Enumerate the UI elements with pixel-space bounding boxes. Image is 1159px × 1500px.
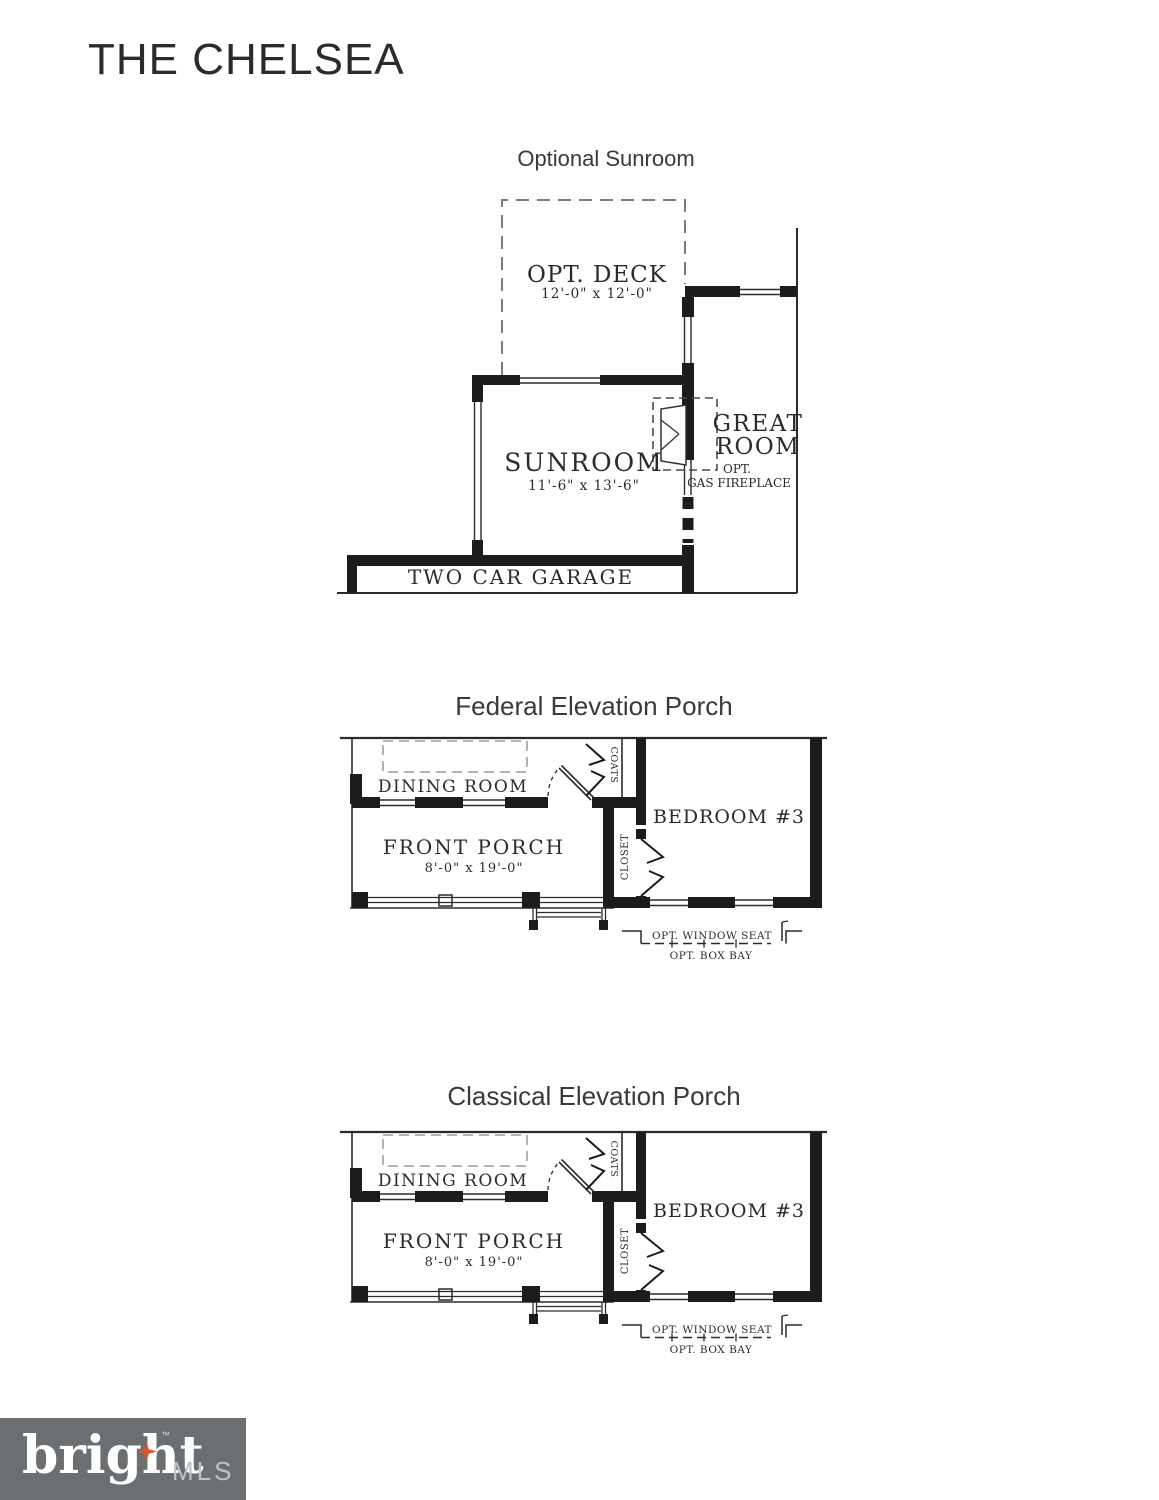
entry-door [547,1158,595,1195]
garage-label: TWO CAR GARAGE [408,565,634,589]
opt-deck-dims: 12'-0" x 12'-0" [541,286,653,302]
window-seat-annotation [622,920,802,948]
dining-room-label: DINING ROOM [378,777,528,797]
front-porch-dims: 8'-0" x 19'-0" [425,1255,524,1270]
coats-label: COATS [608,747,619,784]
windows [380,799,773,907]
porch-posts-and-railing [352,1286,603,1302]
window-seat-label: OPT. WINDOW SEAT [652,930,772,942]
windows [473,288,780,540]
bedroom-closet-doors [640,1232,665,1291]
page-title: THE CHELSEA [88,35,405,84]
boundary-lines [340,1130,827,1303]
front-porch-dims: 8'-0" x 19'-0" [425,861,524,876]
opt-deck-label: OPT. DECK [527,262,667,288]
walls [350,1132,822,1302]
coats-label: COATS [608,1141,619,1178]
federal-plan-heading: Federal Elevation Porch [455,691,733,721]
box-bay-label: OPT. BOX BAY [670,950,753,962]
windows [380,1193,773,1301]
bright-mls-logo: bright ™ MLS [0,1418,246,1500]
porch-steps [529,1302,608,1324]
sunroom-label: SUNROOM [504,448,663,477]
front-porch-label: FRONT PORCH [383,1229,565,1253]
star-icon [136,1441,157,1462]
sunroom-plan-heading: Optional Sunroom [517,146,695,171]
coats-closet-doors [585,743,606,797]
walls [350,738,822,908]
dining-room-label: DINING ROOM [378,1171,528,1191]
porch-posts-and-railing [352,892,603,908]
closet-label: CLOSET [620,834,631,880]
bedroom-label: BEDROOM #3 [653,806,805,828]
dining-room-dashed-outline [382,740,528,773]
fireplace-label-line2: GAS FIREPLACE [687,476,791,490]
front-porch-label: FRONT PORCH [383,835,565,859]
boundary-lines [340,736,827,909]
sunroom-dims: 11'-6" x 13'-6" [528,478,640,494]
coats-closet-doors [585,1137,606,1191]
porch-steps [529,908,608,930]
great-room-label-line1: GREAT [713,411,804,437]
classical-plan-drawing: DINING ROOM COATS BEDROOM #3 CLOSET FRON… [340,1130,827,1356]
trademark-symbol: ™ [161,1430,170,1440]
opt-deck-outline [501,199,686,375]
bedroom-closet-doors [640,838,665,897]
bedroom-label: BEDROOM #3 [653,1200,805,1222]
closet-label: CLOSET [620,1228,631,1274]
window-seat-annotation [622,1314,802,1342]
entry-door [547,764,595,801]
window-seat-label: OPT. WINDOW SEAT [652,1324,772,1336]
mls-logo-text: MLS [172,1456,235,1486]
federal-plan-drawing: DINING ROOM COATS BEDROOM #3 CLOSET FRON… [340,736,827,962]
sunroom-plan-drawing: OPT. DECK 12'-0" x 12'-0" SUNROOM 11'-6"… [337,199,802,594]
box-bay-label: OPT. BOX BAY [670,1344,753,1356]
opt-gas-fireplace [652,397,718,471]
bright-logo-text: bright [22,1425,204,1486]
classical-plan-heading: Classical Elevation Porch [447,1081,741,1111]
great-room-label-line2: ROOM [716,434,801,460]
dining-room-dashed-outline [382,1134,528,1167]
fireplace-label-line1: OPT. [723,462,751,476]
